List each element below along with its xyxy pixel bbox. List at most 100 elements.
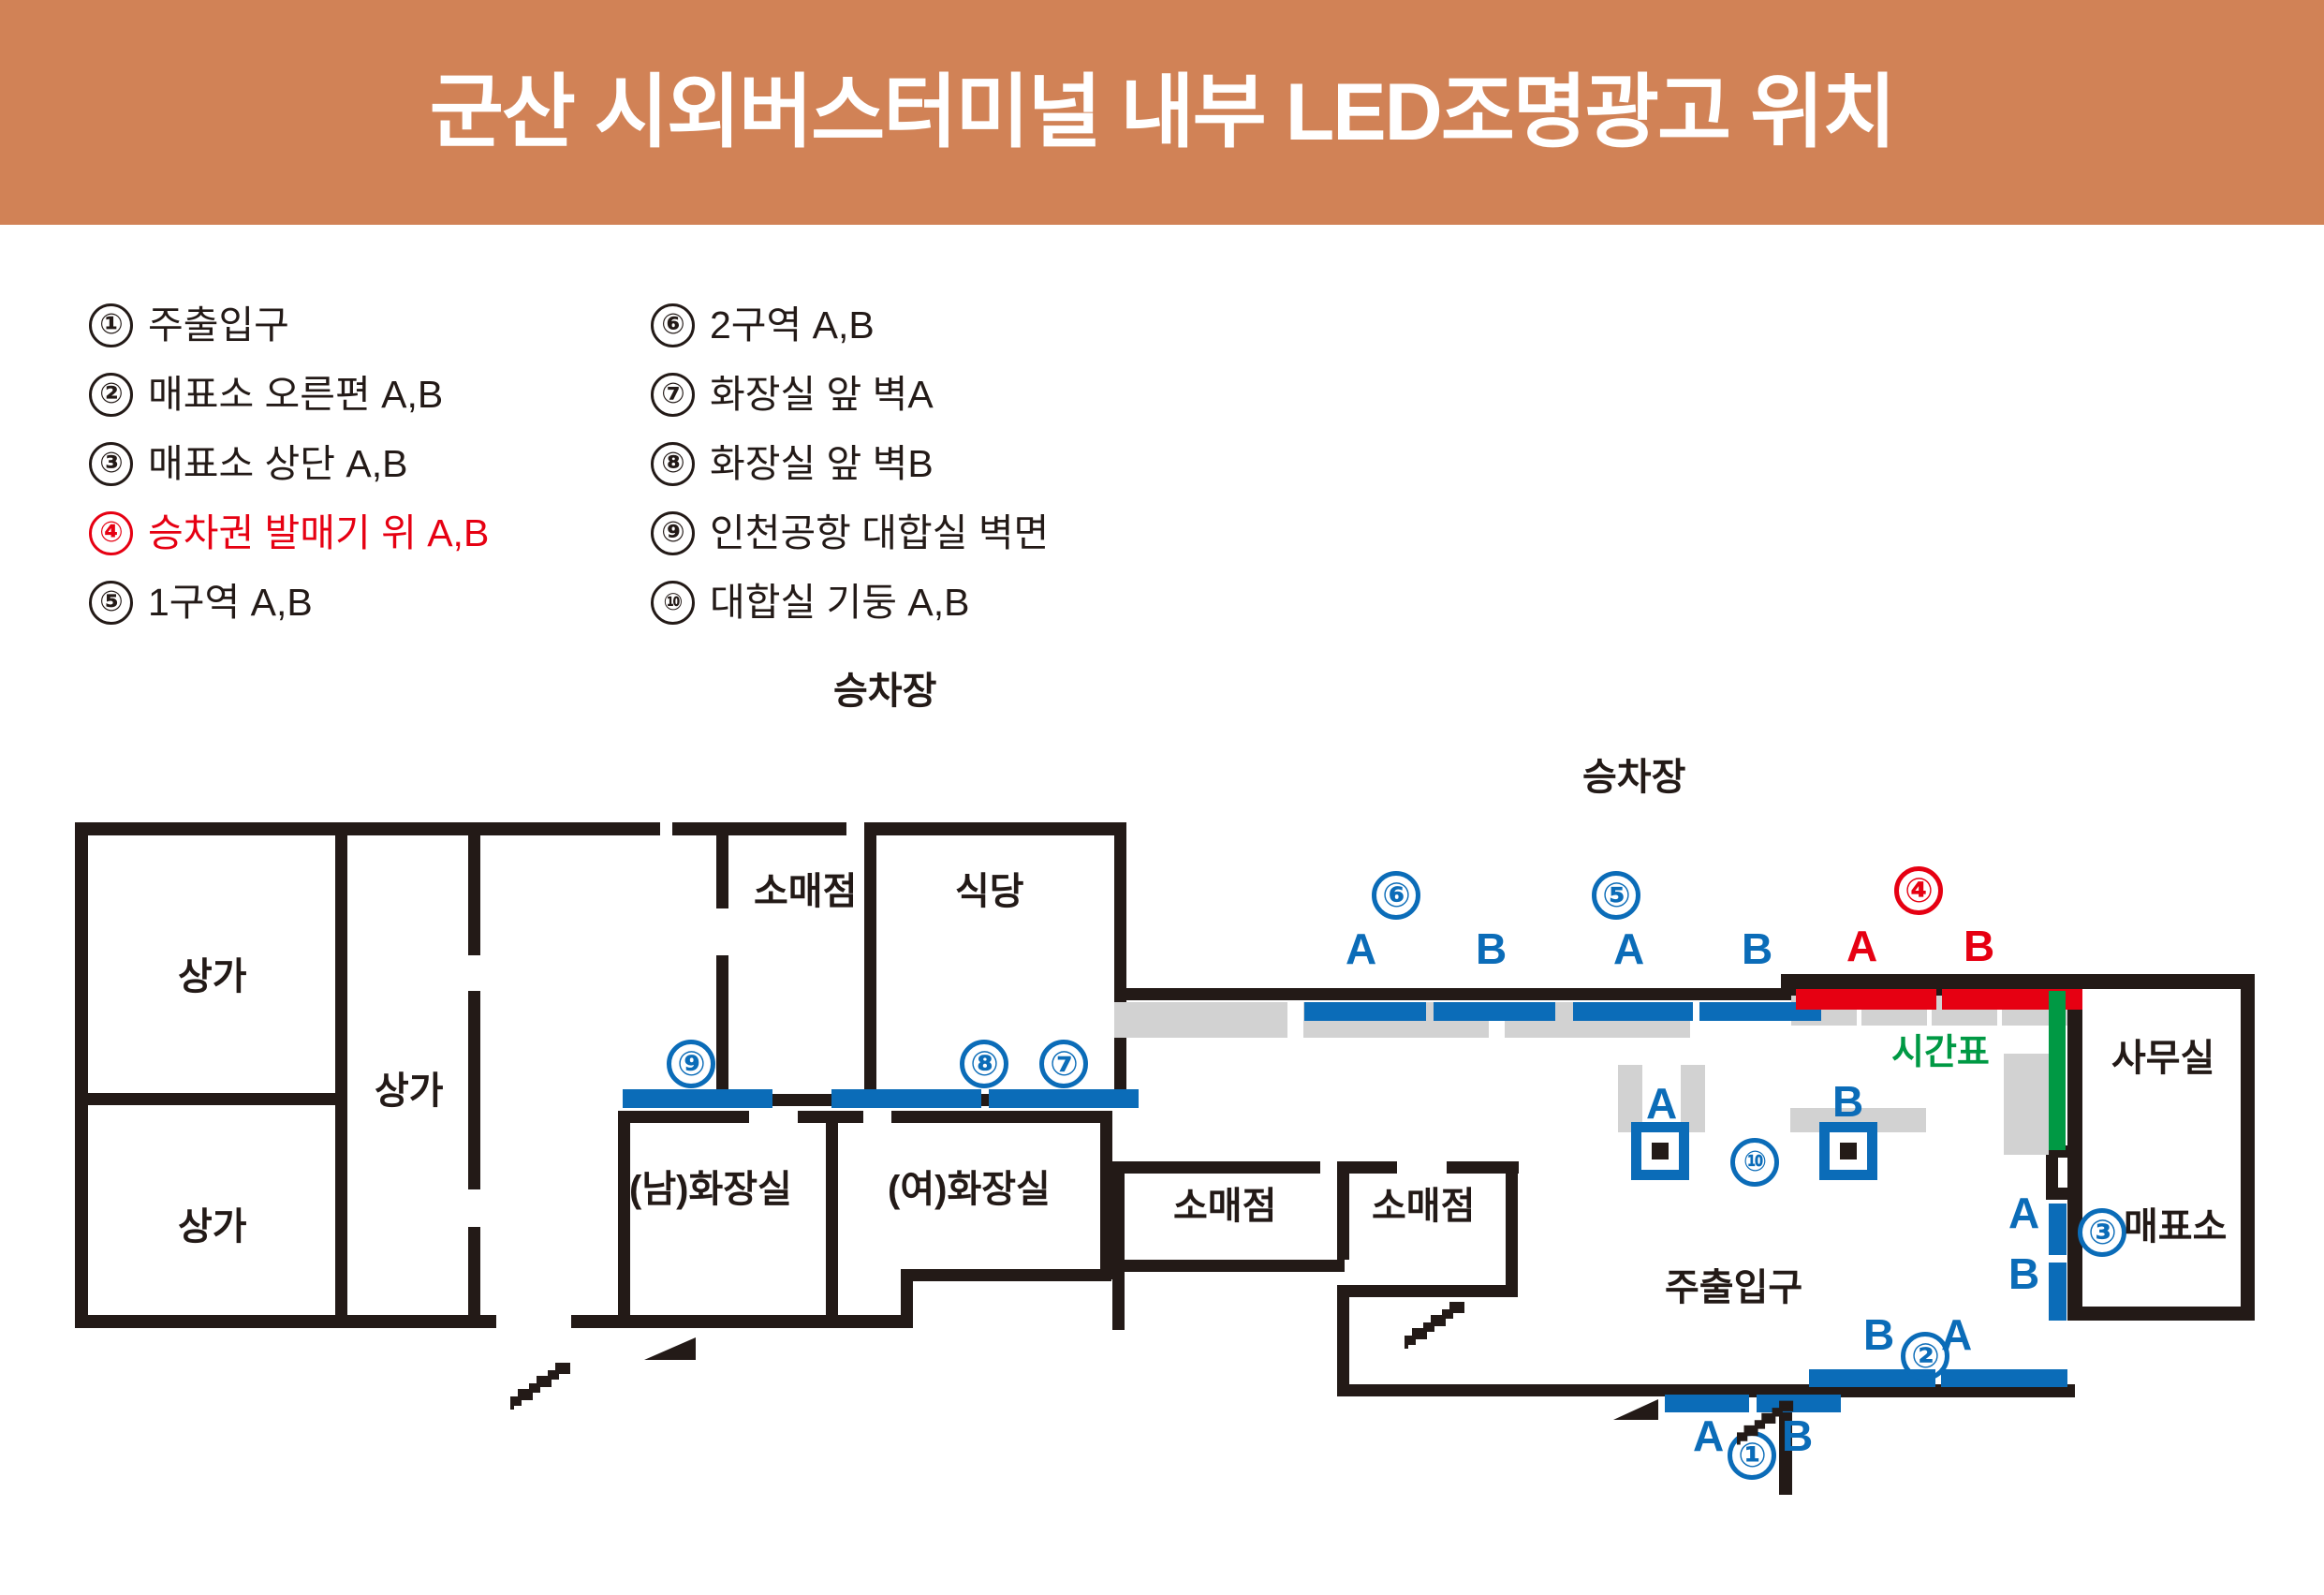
legend-number-5: ⑤ [89, 580, 133, 625]
ad-sublabel-6-A: A [1346, 924, 1377, 973]
legend-label-5: 1구역 A,B [148, 580, 313, 624]
room-label-shop-middle-left: 상가 [375, 1071, 444, 1112]
ad-sublabel-1-B: B [1782, 1411, 1814, 1460]
ad-sublabel-4-B: B [1964, 922, 1995, 970]
wall-segment [618, 1111, 749, 1123]
ad-bar-6-B[interactable] [1434, 1002, 1555, 1021]
wall-segment [798, 1111, 863, 1123]
legend-number-2: ② [89, 372, 133, 417]
wall-segment [75, 1093, 346, 1105]
wall-segment [891, 1111, 1111, 1123]
pillar-a-shadow-left [1618, 1065, 1642, 1132]
ad-bar-8[interactable] [831, 1089, 981, 1108]
legend-label-6: 2구역 A,B [710, 303, 875, 347]
wall-segment [623, 822, 660, 835]
wall-segment [1337, 1285, 1518, 1297]
legend-label-9: 인천공항 대합실 벽면 [710, 510, 1050, 554]
wall-segment [901, 1269, 913, 1328]
room-label-retail-top: 소매점 [754, 871, 858, 912]
wall-segment [1785, 1384, 2075, 1397]
ad-bar-6-A[interactable] [1304, 1002, 1426, 1021]
wall-segment [1337, 1384, 1693, 1396]
ad-bar-9[interactable] [623, 1089, 772, 1108]
wall-segment [75, 822, 623, 835]
stairs-icon [510, 1363, 570, 1410]
ad-bar-2-A[interactable] [1941, 1369, 2067, 1387]
main-entrance-label: 주출입구 [1665, 1267, 1803, 1308]
ad-sublabel-1-A: A [1693, 1411, 1725, 1460]
wall-segment [1506, 1161, 1518, 1288]
ad-bar-4-A[interactable] [1796, 989, 1936, 1010]
wall-segment [2067, 974, 2255, 989]
room-label-shop-top-left: 상가 [178, 956, 247, 997]
ad-marker-5[interactable]: ⑤ [1592, 871, 1640, 920]
ad-bar-3-A[interactable] [2049, 1204, 2067, 1255]
wall-segment [826, 1111, 838, 1328]
wall-segment [1337, 1285, 1349, 1396]
room-label-shop-bottom-left: 상가 [178, 1206, 247, 1248]
legend-label-7: 화장실 앞 벽A [710, 372, 934, 416]
stairs-icon [1405, 1302, 1464, 1349]
wall-segment [1112, 1260, 1345, 1272]
pillar-a-label: A [1646, 1079, 1678, 1128]
ad-sublabel-5-A: A [1613, 924, 1645, 973]
ad-sublabel-2-A: A [1941, 1310, 1973, 1359]
ad-bar-4-B[interactable] [1942, 989, 2082, 1010]
ramp-icon [644, 1337, 696, 1360]
ad-marker-9[interactable]: ⑨ [667, 1040, 715, 1088]
ad-bar-7[interactable] [989, 1089, 1139, 1108]
pillar-b-label: B [1832, 1077, 1864, 1126]
wall-segment [1781, 974, 2081, 989]
timetable-strip [2049, 991, 2066, 1150]
wall-segment [1337, 1161, 1349, 1260]
legend-item-9: ⑨ 인천공항 대합실 벽면 [651, 498, 1049, 568]
wall-segment [716, 955, 728, 1105]
wall-segment [2046, 1188, 2069, 1200]
ad-marker-10[interactable]: ⑩ [1730, 1138, 1779, 1187]
ad-sublabel-4-A: A [1846, 922, 1878, 970]
pillar-a-shadow-right [1681, 1065, 1705, 1132]
timetable-label: 시간표 [1891, 1033, 1990, 1072]
ad-bar-5-B[interactable] [1699, 1002, 1821, 1021]
legend-number-7: ⑦ [651, 372, 695, 417]
room-label-ticket-office: 매표소 [2124, 1206, 2228, 1248]
wall-segment [335, 822, 347, 1328]
pillar-a[interactable] [1631, 1122, 1689, 1180]
ad-marker-2[interactable]: ② [1901, 1332, 1949, 1381]
ad-sublabel-2-B: B [1863, 1310, 1895, 1359]
legend-label-1: 주출입구 [148, 303, 289, 347]
wall-segment [2067, 1307, 2255, 1321]
wall-segment [864, 822, 876, 1106]
legend-item-4: ④ 승차권 발매기 위 A,B [89, 498, 651, 568]
legend-number-3: ③ [89, 441, 133, 486]
ad-bar-1-A[interactable] [1665, 1395, 1749, 1412]
ad-sublabel-6-B: B [1476, 924, 1508, 973]
stairs-icon [1737, 1400, 1794, 1445]
ramp-icon [1613, 1399, 1658, 1420]
legend-item-8: ⑧ 화장실 앞 벽B [651, 429, 1049, 498]
wall-segment [1341, 1161, 1397, 1174]
zone-label-boarding-left: 승차장 [833, 671, 937, 712]
ad-marker-4[interactable]: ④ [1894, 866, 1943, 915]
ad-marker-3[interactable]: ③ [2078, 1208, 2126, 1257]
ad-bar-2-B[interactable] [1809, 1369, 1935, 1387]
page-title: 군산 시외버스터미널 내부 LED조명광고 위치 [429, 67, 1897, 157]
ad-marker-7[interactable]: ⑦ [1039, 1040, 1088, 1088]
ad-bar-5-A[interactable] [1573, 1002, 1693, 1021]
legend-item-5: ⑤ 1구역 A,B [89, 568, 651, 637]
wall-segment [468, 991, 480, 1189]
room-label-restroom-women: (여)화장실 [888, 1169, 1051, 1210]
ad-marker-6[interactable]: ⑥ [1372, 871, 1420, 920]
ad-sublabel-5-B: B [1742, 924, 1773, 973]
pillar-b[interactable] [1819, 1122, 1877, 1180]
legend-item-10: ⑩ 대합실 기둥 A,B [651, 568, 1049, 637]
ad-sublabel-3-B: B [2008, 1249, 2040, 1298]
legend-number-9: ⑨ [651, 510, 695, 555]
legend-column-2: ⑥ 2구역 A,B ⑦ 화장실 앞 벽A ⑧ 화장실 앞 벽B ⑨ 인천공항 대… [651, 290, 1049, 637]
ad-marker-8[interactable]: ⑧ [960, 1040, 1008, 1088]
ad-bar-3-B[interactable] [2049, 1263, 2067, 1321]
legend-number-1: ① [89, 303, 133, 347]
pillar-a-core [1652, 1143, 1669, 1159]
wall-segment [618, 1111, 630, 1328]
